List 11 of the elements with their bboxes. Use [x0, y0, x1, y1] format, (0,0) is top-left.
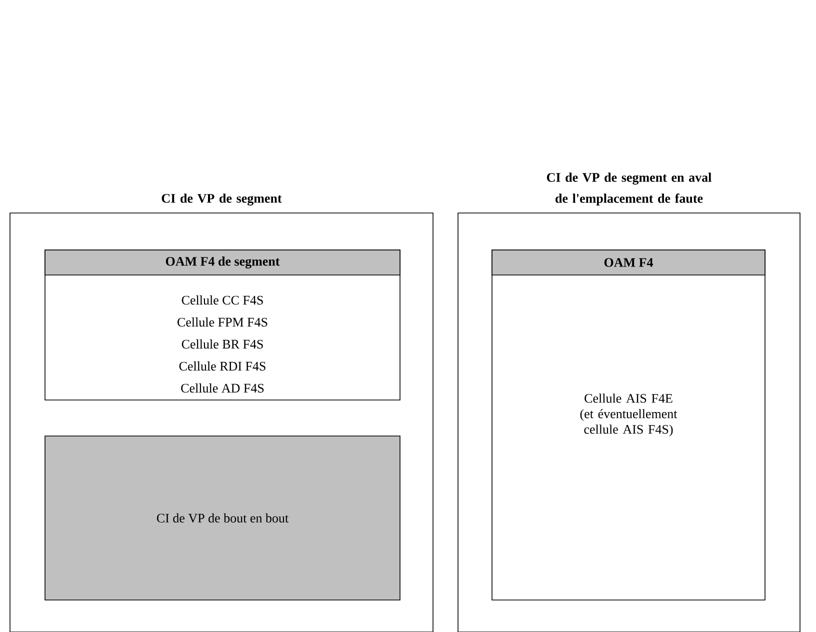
box-heading: CI de VP de segment en aval de l'emplacement de faute — [546, 172, 712, 206]
filled-box: CI de VP de bout en bout — [44, 436, 400, 600]
cell-label: Cellule BR F4S — [182, 339, 263, 349]
cell-label: Cellule RDI F4S — [179, 361, 266, 371]
cell-label: Cellule AD F4S — [181, 383, 264, 393]
cell-label: Cellule CC F4S — [182, 295, 263, 305]
box-heading: CI de VP de segment — [162, 194, 282, 206]
header-band: OAM F4 de segment — [44, 250, 400, 276]
cell-label: Cellule AIS F4E (et éventuellement cellule AIS F4S) — [580, 394, 678, 436]
header-band: OAM F4 — [492, 250, 766, 276]
cell-label: Cellule FPM F4S — [178, 317, 268, 327]
